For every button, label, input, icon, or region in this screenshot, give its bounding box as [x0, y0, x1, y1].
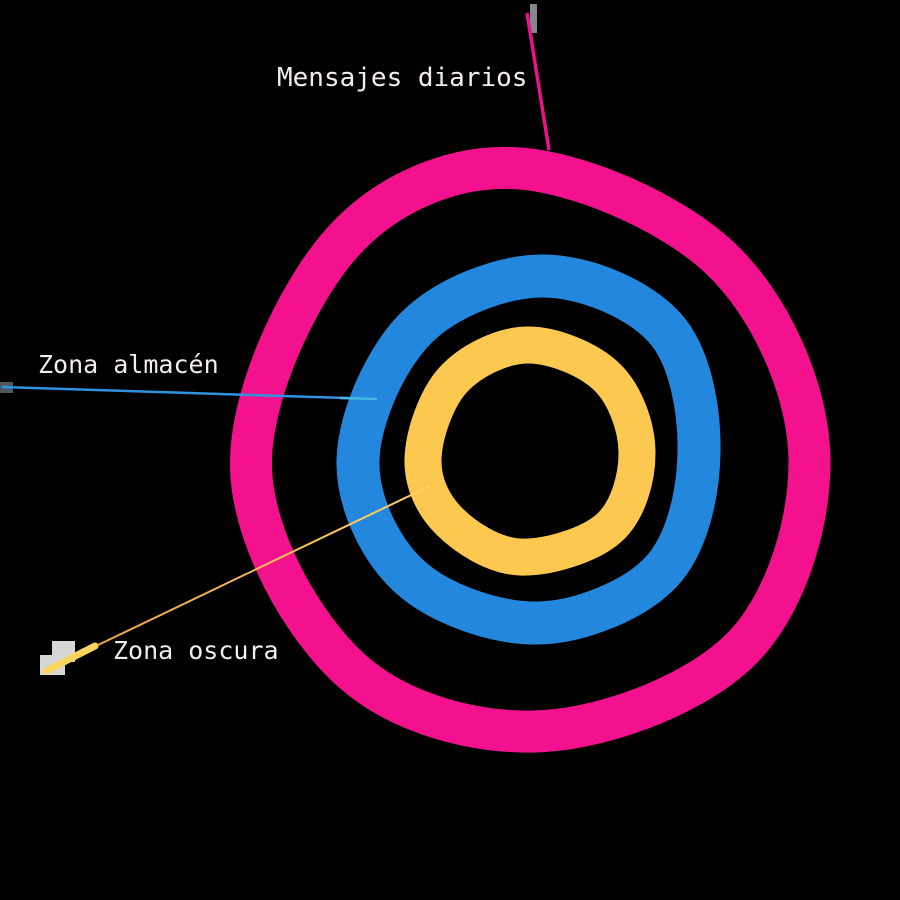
oscura-leader-highlight: [42, 642, 99, 675]
oscura-leader-line: [49, 485, 431, 669]
annotation-label-mensajes-diarios: Mensajes diarios: [277, 63, 528, 93]
annotation-label-zona-almacen: Zona almacén: [38, 350, 219, 379]
annotation-label-zona-oscura: Zona oscura: [113, 636, 279, 665]
mensajes-handle-icon[interactable]: [530, 4, 537, 33]
ring-mensajes-diarios: [229, 146, 831, 753]
mensajes-leader-line: [525, 12, 551, 151]
ring-zona-almacen: [336, 254, 721, 645]
ring-zona-oscura: [404, 326, 656, 576]
almacen-leader-line-tip: [339, 396, 378, 401]
almacen-leader-line: [1, 385, 378, 401]
